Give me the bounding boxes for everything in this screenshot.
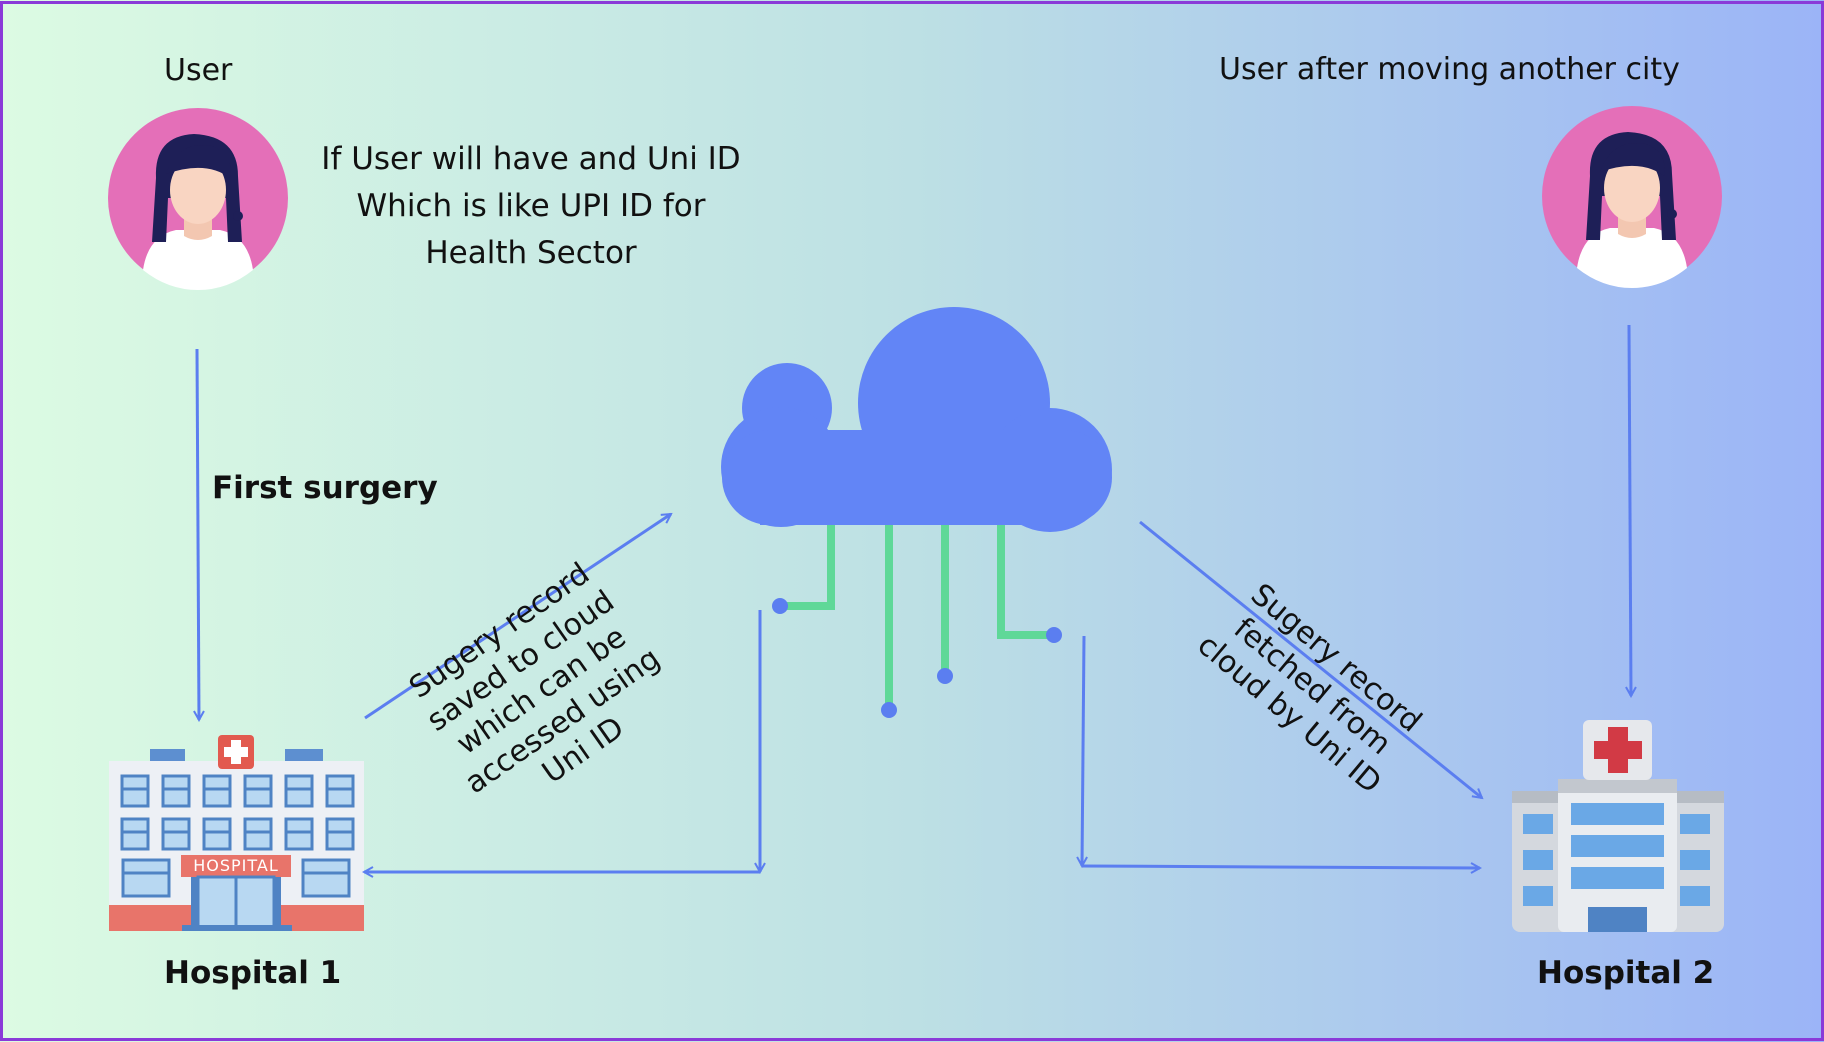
uni-id-note: If User will have and Uni ID Which is li… xyxy=(300,136,762,277)
hospital-building-icon xyxy=(1512,720,1724,932)
hospital-window xyxy=(243,817,273,851)
user-avatar-icon xyxy=(108,108,288,290)
hospital-window xyxy=(325,817,355,851)
user-avatar-icon xyxy=(1542,106,1722,288)
arrow-user-to-hospital1 xyxy=(197,348,199,720)
uni-id-note-line: Which is like UPI ID for xyxy=(356,188,706,224)
hospital-sign: HOSPITAL xyxy=(193,856,279,875)
hospital-building-icon xyxy=(109,735,364,931)
hospital-window xyxy=(325,774,355,808)
hospital-window xyxy=(120,817,150,851)
cloud-icon xyxy=(721,307,1112,718)
hospital-window xyxy=(161,817,191,851)
hospital-window xyxy=(161,774,191,808)
hospital-window xyxy=(284,817,314,851)
arrow-cloud-down-right xyxy=(1082,635,1084,866)
uni-id-note-line: Health Sector xyxy=(425,235,637,271)
hospital2-label: Hospital 2 xyxy=(1537,955,1715,991)
arrow-to-hospital2 xyxy=(1081,866,1480,868)
arrow-cloud-to-hospital2 xyxy=(1139,520,1482,798)
hospital-window xyxy=(202,774,232,808)
arrow-moved-user-to-hospital2 xyxy=(1629,324,1631,696)
hospital-cross-icon xyxy=(218,735,254,769)
moved-user-label: User after moving another city xyxy=(1219,52,1680,87)
arrow-hospital1-to-cloud xyxy=(364,512,671,720)
user-label: User xyxy=(164,53,233,88)
first-surgery-label: First surgery xyxy=(212,470,438,506)
uni-id-note-line: If User will have and Uni ID xyxy=(321,141,741,177)
hospital1-label: Hospital 1 xyxy=(164,955,342,991)
hospital-window xyxy=(284,774,314,808)
hospital-window xyxy=(120,774,150,808)
flow-arrows xyxy=(197,324,1631,872)
hospital-cross-icon xyxy=(1583,720,1652,780)
hospital-window xyxy=(243,774,273,808)
hospital-window xyxy=(202,817,232,851)
